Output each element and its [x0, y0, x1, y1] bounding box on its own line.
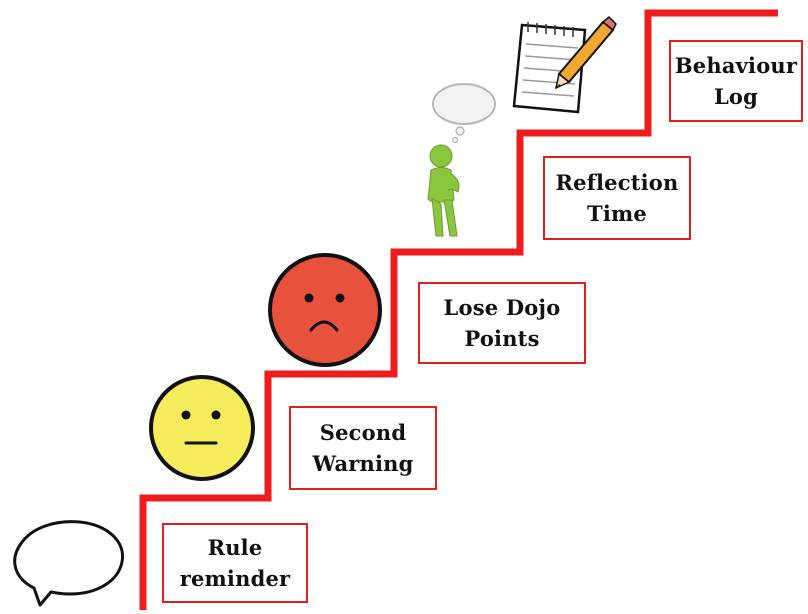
step-label-line2: reminder [179, 566, 291, 591]
step-lose-dojo-points: Lose Dojo Points [418, 282, 586, 364]
step-label-line2: Points [464, 326, 540, 351]
neutral-face-icon [149, 375, 255, 481]
step-label-line1: Behaviour [674, 53, 798, 78]
step-label-line1: Lose Dojo [443, 295, 561, 320]
step-label-line1: Reflection [555, 170, 679, 195]
step-label-line2: Log [713, 84, 759, 109]
step-label-line2: Warning [312, 451, 414, 476]
step-behaviour-log: Behaviour Log [669, 40, 803, 122]
thought-bubble-icon [432, 83, 496, 144]
step-label-line2: Time [587, 201, 647, 226]
step-label-line1: Second [319, 420, 407, 445]
staircase-line [139, 9, 778, 610]
step-rule-reminder: Rule reminder [162, 523, 308, 603]
notepad-pencil-icon [512, 15, 617, 114]
step-label-line1: Rule [207, 535, 263, 560]
thinking-person-icon [427, 144, 460, 237]
step-second-warning: Second Warning [289, 406, 437, 490]
speech-bubble-icon [13, 520, 125, 607]
step-reflection-time: Reflection Time [543, 156, 691, 240]
sad-face-icon [268, 253, 382, 367]
